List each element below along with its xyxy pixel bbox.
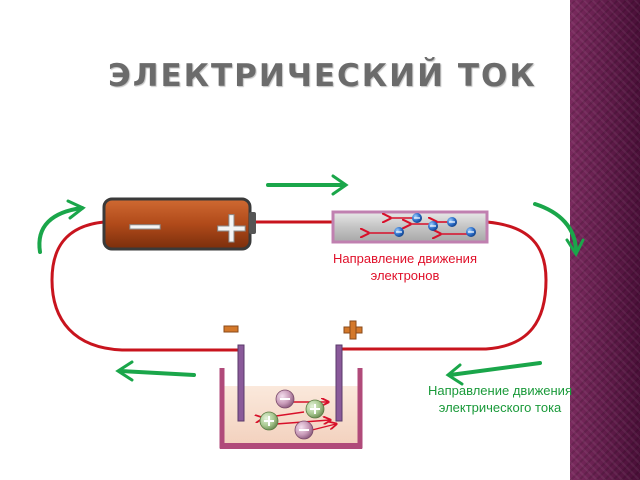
- electron-arrows: [368, 218, 470, 234]
- electron-direction-caption: Направление движения электронов: [300, 250, 510, 284]
- electron-caption-line2: электронов: [370, 268, 440, 283]
- current-arrows: [37, 174, 585, 386]
- electrode-sign-plus: [343, 320, 363, 340]
- battery-minus-symbol: —: [128, 205, 162, 245]
- arrow-left-curve-icon: [37, 199, 86, 254]
- electrode-sign-minus: [223, 325, 239, 333]
- circuit-wire: [50, 220, 548, 352]
- electrode-right: [335, 344, 343, 422]
- arrow-right-curve-icon: [533, 202, 585, 258]
- electrode-left: [237, 344, 245, 422]
- ions: [259, 389, 325, 440]
- current-caption-line1: Направление движения: [428, 383, 572, 398]
- current-caption-line2: электрического тока: [438, 400, 562, 415]
- electrons: [394, 213, 476, 237]
- arrow-bottom-left-icon: [115, 360, 196, 382]
- arrow-bottom-right-icon: [445, 361, 542, 386]
- electron-caption-line1: Направление движения: [333, 251, 477, 266]
- current-direction-caption: Направление движения электрического тока: [400, 382, 600, 416]
- battery-plus-symbol: +: [213, 202, 250, 253]
- decorative-side-strip: [570, 0, 640, 480]
- conductor-tube: [331, 210, 489, 244]
- arrow-top-icon: [266, 174, 349, 196]
- battery: — +: [102, 197, 256, 254]
- slide-title: ЭЛЕКТРИЧЕСКИЙ ТОК: [108, 58, 537, 94]
